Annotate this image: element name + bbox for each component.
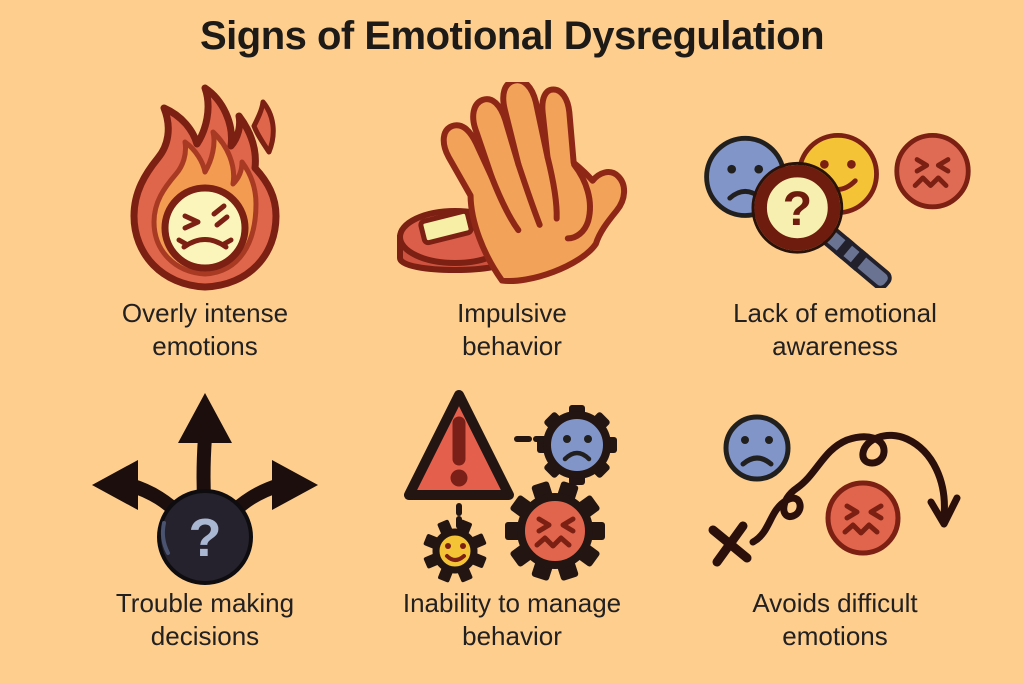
icon-box: ? (695, 80, 975, 295)
arrow-heads (92, 393, 318, 510)
sad-face-blue (723, 414, 791, 482)
item-label: Overly intense emotions (121, 298, 289, 361)
distressed-face-red (825, 480, 901, 556)
finger-creases (488, 153, 593, 241)
avoidance-path (708, 431, 961, 567)
happy-gear-yellow (423, 519, 487, 582)
page-title: Signs of Emotional Dysregulation (199, 14, 825, 58)
item-lack-of-emotional-awareness: ? Lack of emotional awareness (695, 80, 975, 362)
item-label: Avoids difficult emotions (752, 588, 918, 651)
icon-box (372, 80, 652, 295)
icon-box (65, 80, 345, 295)
hand (440, 81, 628, 284)
arrow-head (927, 494, 961, 528)
angry-face (161, 184, 249, 271)
emotion-faces-magnifier-icon: ? (704, 132, 971, 288)
angry-face-features (176, 203, 234, 249)
question-circle (157, 489, 253, 585)
item-overly-intense-emotions: Overly intense emotions (65, 80, 345, 362)
item-label: Inability to manage behavior (402, 588, 622, 651)
magnifier: ? (751, 161, 892, 288)
item-inability-to-manage-behavior: Inability to manage behavior (372, 385, 652, 652)
icon-box (372, 385, 652, 585)
item-label: Trouble making decisions (115, 588, 295, 651)
icon-box (695, 385, 975, 585)
item-label: Lack of emotional awareness (733, 298, 937, 361)
flame-spark (251, 99, 276, 154)
angry-face-flame-icon (130, 84, 280, 290)
x-mark (708, 521, 752, 567)
item-impulsive-behavior: Impulsive behavior (372, 80, 652, 362)
squiggly-avoidance-arrow-icon (708, 414, 961, 567)
distressed-face-red (894, 132, 971, 209)
distressed-gear-red (505, 480, 605, 581)
question-mark-glyph: ? (189, 508, 222, 568)
item-label: Impulsive behavior (457, 298, 567, 361)
sad-gear-blue (537, 404, 617, 485)
item-avoids-difficult-emotions: Avoids difficult emotions (695, 385, 975, 652)
item-trouble-making-decisions: ? Trouble making decisions (65, 385, 345, 652)
warning-triangle (404, 389, 514, 500)
icon-box: ? (65, 385, 345, 585)
warning-triangle-gears-icon (404, 389, 617, 582)
hand-over-button-icon (397, 81, 628, 284)
question-branching-arrows-icon: ? (92, 393, 318, 585)
question-mark-glyph: ? (783, 182, 812, 236)
